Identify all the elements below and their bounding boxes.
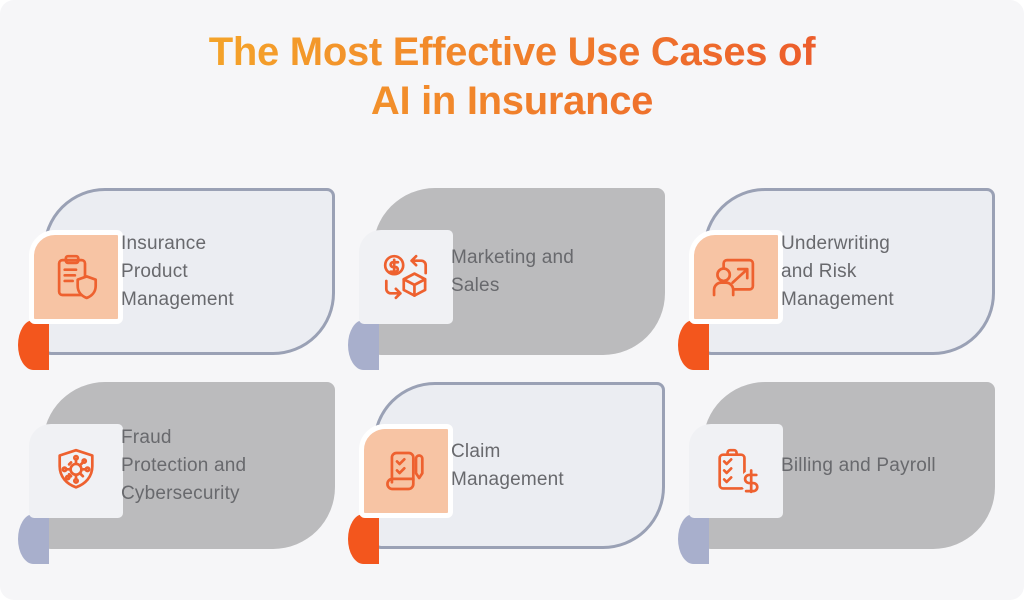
card-label-line: and Risk xyxy=(781,260,857,282)
card-tail-accent xyxy=(18,320,49,370)
card-label-line: Billing and Payroll xyxy=(781,454,936,476)
shield-virus-icon xyxy=(58,448,94,489)
card-label-line: Claim xyxy=(451,440,501,462)
icon-tile xyxy=(29,424,123,518)
card-marketing-and-sales: Marketing and Sales xyxy=(343,178,673,388)
card-label: Underwriting and Risk Management xyxy=(781,230,894,314)
card-label-line: Sales xyxy=(451,274,500,296)
icon-tile xyxy=(359,230,453,324)
card-tail-accent xyxy=(678,320,709,370)
card-claim-management: Claim Management xyxy=(343,372,673,582)
card-tail-accent xyxy=(348,320,379,370)
card-label-line: Marketing and xyxy=(451,246,575,268)
card-label: Claim Management xyxy=(451,438,564,494)
card-label-line: Underwriting xyxy=(781,232,891,254)
card-label: Fraud Protection and Cybersecurity xyxy=(121,424,246,508)
icon-tile xyxy=(29,230,123,324)
clipboard-shield-icon xyxy=(57,254,98,300)
card-label-line: Insurance xyxy=(121,232,207,254)
icon-tile xyxy=(359,424,453,518)
card-label-line: Protection and xyxy=(121,454,247,476)
card-tail-accent xyxy=(678,514,709,564)
page-title: The Most Effective Use Cases of AI in In… xyxy=(0,28,1024,126)
icon-tile xyxy=(689,230,783,324)
card-tail-accent xyxy=(18,514,49,564)
card-label-line: Management xyxy=(451,468,564,490)
card-label: Marketing and Sales xyxy=(451,244,574,300)
card-label-line: Product xyxy=(121,260,188,282)
card-label-line: Management xyxy=(781,288,894,310)
card-underwriting-and-risk-management: Underwriting and Risk Management xyxy=(673,178,1003,388)
page-title-line2: AI in Insurance xyxy=(370,79,654,123)
page-title-line1: The Most Effective Use Cases of xyxy=(208,30,816,74)
checklist-dollar-icon xyxy=(718,448,762,494)
card-label-line: Cybersecurity xyxy=(121,482,240,504)
card-label: Insurance Product Management xyxy=(121,230,234,314)
card-fraud-protection-and-cybersecurity: Fraud Protection and Cybersecurity xyxy=(13,372,343,582)
money-product-exchange-icon xyxy=(383,254,428,300)
card-label: Billing and Payroll xyxy=(781,452,936,480)
card-label-line: Fraud xyxy=(121,426,172,448)
card-tail-accent xyxy=(348,514,379,564)
document-checklist-pen-icon xyxy=(386,451,424,491)
card-label-line: Management xyxy=(121,288,234,310)
card-billing-and-payroll: Billing and Payroll xyxy=(673,372,1003,582)
card-insurance-product-management: Insurance Product Management xyxy=(13,178,343,388)
icon-tile xyxy=(689,424,783,518)
person-growth-arrow-icon xyxy=(712,258,755,297)
